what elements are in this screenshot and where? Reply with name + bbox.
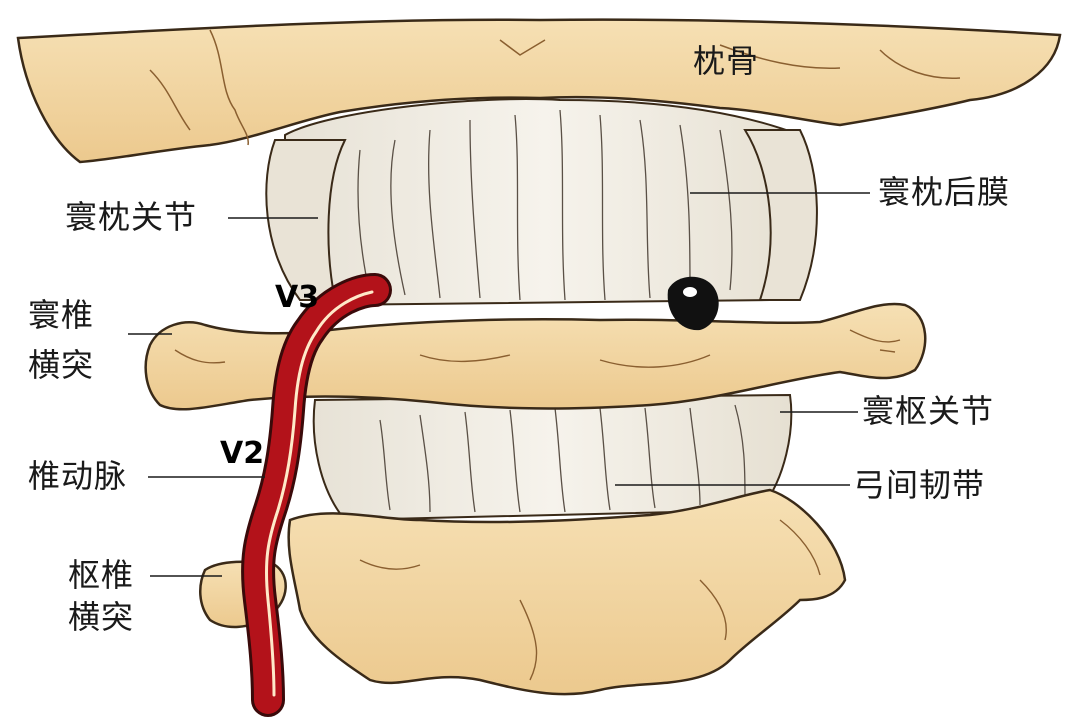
ligament-fibers	[357, 109, 746, 513]
atlanto-occipital-joint-label: 寰枕关节	[65, 198, 198, 236]
leader-lines	[128, 192, 870, 577]
atlanto-axial-joint-label: 寰枢关节	[862, 392, 995, 430]
right-atlanto-occipital-capsule	[743, 129, 818, 301]
occipital-texture	[149, 29, 961, 146]
atlas-transverse-label-line2: 横突	[28, 346, 95, 385]
axis-transverse-process-label: 枢椎 横突	[68, 556, 134, 637]
occipital-bone-label: 枕骨	[693, 42, 760, 80]
atlas-foramen	[667, 276, 719, 331]
atlanto-occipital-membrane	[284, 98, 807, 307]
posterior-atlanto-occipital-membrane-label: 寰枕后膜	[878, 173, 1011, 211]
axis-transverse-label-line2: 横突	[68, 598, 135, 637]
vertebral-artery-label: 椎动脉	[28, 457, 128, 495]
vertebral-artery-highlight	[265, 290, 374, 697]
axis-texture	[359, 519, 821, 681]
atlas-texture	[174, 329, 901, 368]
axis-vertebra	[287, 488, 847, 696]
v3-segment-label: V3	[275, 280, 320, 315]
atlas-vertebra	[144, 302, 927, 411]
occipital-bone	[16, 18, 1062, 164]
atlas-transverse-process-label: 寰椎 横突	[28, 296, 94, 385]
v2-segment-label: V2	[220, 436, 265, 471]
atlas-foramen-highlight	[683, 287, 697, 297]
ligamentum-flavum-label: 弓间韧带	[853, 466, 986, 504]
axis-transverse-label-line1: 枢椎	[68, 556, 135, 594]
vertebral-artery-fill	[244, 276, 389, 714]
atlas-transverse-label-line1: 寰椎	[28, 296, 95, 334]
